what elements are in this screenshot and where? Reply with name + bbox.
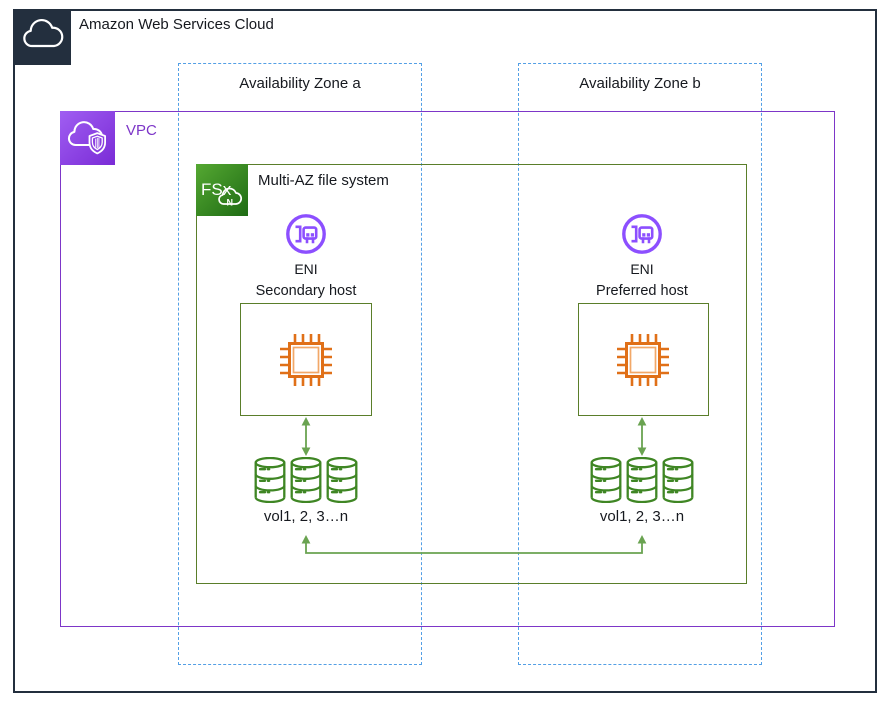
eni-label: ENI xyxy=(294,261,318,277)
filesystem-label: Multi-AZ file system xyxy=(258,172,389,189)
eni-label: ENI xyxy=(630,261,654,277)
vpc-label: VPC xyxy=(126,122,157,139)
availability-zone-a-box xyxy=(178,63,422,665)
aws-cloud-border xyxy=(13,9,877,693)
fsx-icon: FSx N xyxy=(196,164,248,216)
eni-icon xyxy=(284,212,328,256)
vpc-border xyxy=(60,111,835,627)
availability-zone-b-label: Availability Zone b xyxy=(579,75,701,92)
eni-icon xyxy=(620,212,664,256)
volumes-label: vol1, 2, 3…n xyxy=(263,508,349,525)
secondary-host-label: Secondary host xyxy=(255,283,357,299)
preferred-host-box xyxy=(578,303,709,416)
filesystem-border xyxy=(196,164,747,584)
volumes-label: vol1, 2, 3…n xyxy=(599,508,685,525)
cpu-chip-icon xyxy=(278,332,334,388)
vpc-icon xyxy=(60,111,115,165)
aws-cloud-icon xyxy=(13,9,71,65)
cpu-chip-icon xyxy=(615,332,671,388)
volume-stack-icon xyxy=(254,457,358,503)
volume-stack-icon xyxy=(590,457,694,503)
fsx-icon-text: FSx xyxy=(201,180,232,199)
secondary-host-box xyxy=(240,303,372,416)
fsx-icon-letter: N xyxy=(227,198,234,208)
availability-zone-b-box xyxy=(518,63,762,665)
availability-zone-a-label: Availability Zone a xyxy=(239,75,361,92)
diagram-title: Amazon Web Services Cloud xyxy=(79,16,274,33)
preferred-host-label: Preferred host xyxy=(596,283,688,299)
